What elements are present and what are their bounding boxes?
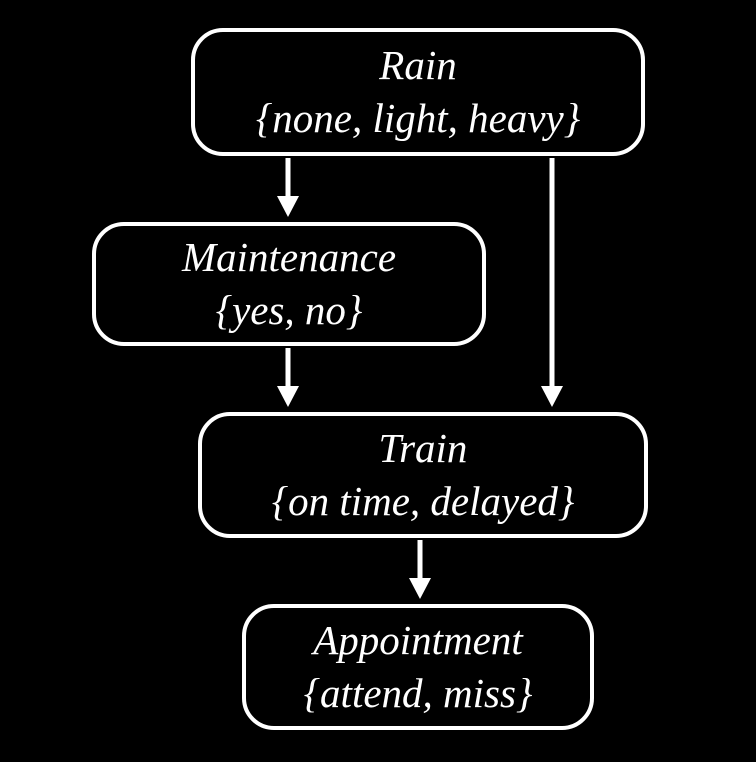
arrowhead-icon (409, 578, 431, 599)
node-rain-label: Rain (379, 42, 457, 88)
edge-rain-train (541, 158, 563, 407)
node-appointment: Appointment {attend, miss} (242, 604, 594, 730)
edge-train-appointment (409, 540, 431, 599)
node-rain: Rain {none, light, heavy} (191, 28, 645, 156)
node-train-values: {on time, delayed} (271, 478, 575, 524)
node-train-label: Train (378, 425, 468, 471)
node-rain-values: {none, light, heavy} (255, 95, 581, 141)
arrowhead-icon (277, 386, 299, 407)
node-maintenance-values: {yes, no} (215, 287, 363, 333)
edge-maintenance-train (277, 348, 299, 407)
arrowhead-icon (277, 196, 299, 217)
node-appointment-values: {attend, miss} (303, 670, 533, 716)
node-appointment-label: Appointment (313, 617, 523, 663)
node-maintenance: Maintenance {yes, no} (92, 222, 486, 346)
arrowhead-icon (541, 386, 563, 407)
node-train: Train {on time, delayed} (198, 412, 648, 538)
edge-rain-maintenance (277, 158, 299, 217)
node-maintenance-label: Maintenance (181, 234, 397, 280)
